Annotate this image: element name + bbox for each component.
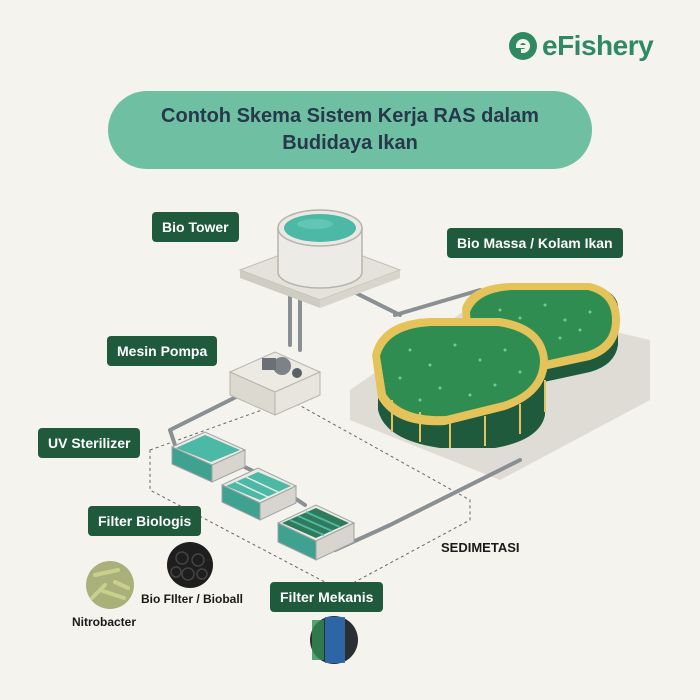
bioball-icon: [167, 542, 213, 588]
pump-machine-icon: [228, 351, 322, 416]
label-bio-filter: Bio FIlter / Bioball: [141, 592, 244, 606]
sedimentation-area-outline: [149, 399, 471, 591]
label-filter-biologis: Filter Biologis: [88, 506, 202, 536]
uv-sterilizer-box-icon: [170, 431, 247, 483]
page-title: Contoh Skema Sistem Kerja RAS dalam Budi…: [108, 91, 592, 169]
efishery-logo-icon: [509, 32, 537, 60]
label-nitrobacter: Nitrobacter: [72, 615, 137, 629]
label-filter-mekanis: Filter Mekanis: [270, 582, 384, 612]
label-uv-sterilizer: UV Sterilizer: [38, 428, 141, 458]
label-bio-massa: Bio Massa / Kolam Ikan: [447, 228, 623, 258]
efishery-logo: eFishery: [508, 30, 654, 62]
mechanical-filter-box-icon: [276, 504, 356, 561]
title-line-1: Contoh Skema Sistem Kerja RAS dalam: [161, 105, 539, 127]
bio-filter-box-icon: [220, 467, 298, 521]
label-bio-tower: Bio Tower: [152, 212, 239, 242]
title-line-2: Budidaya Ikan: [282, 132, 418, 154]
bio-tower-tank-icon: [277, 209, 363, 289]
filter-sponge-icon: [310, 616, 358, 664]
label-mesin-pompa: Mesin Pompa: [107, 336, 218, 366]
fish-pond-icon: [372, 283, 620, 448]
label-sedimetasi: SEDIMETASI: [441, 540, 520, 555]
nitrobacter-bacteria-icon: [86, 561, 134, 609]
brand-name: eFishery: [542, 30, 654, 61]
